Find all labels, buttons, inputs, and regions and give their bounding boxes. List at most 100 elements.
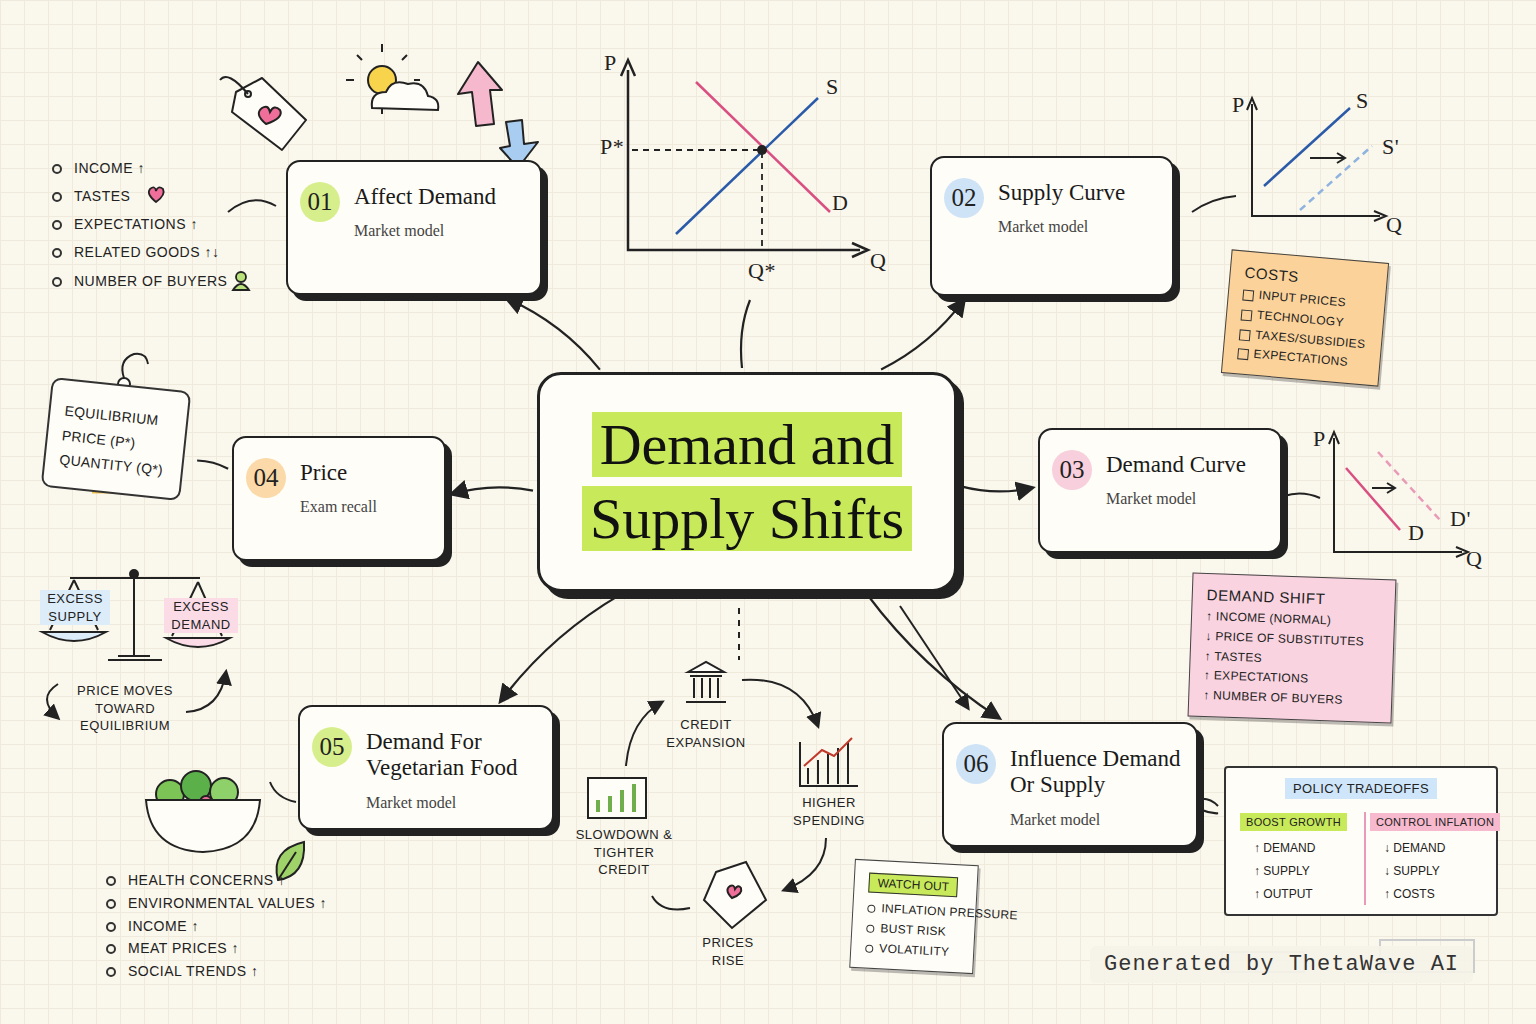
note-label: SOCIAL TRENDS ↑ xyxy=(106,963,258,979)
salad-bowl xyxy=(146,771,304,880)
note-label: EXCESS DEMAND xyxy=(164,598,238,633)
topic-box: Demand CurveMarket model 03 xyxy=(1038,428,1282,553)
watch-out-note: WATCH OUTINFLATION PRESSUREBUST RISKVOLA… xyxy=(849,859,979,975)
axis-label: Q xyxy=(1386,212,1402,238)
note-label: CREDIT EXPANSION xyxy=(656,716,756,751)
node-title: DEMAND SHIFT xyxy=(1207,586,1383,609)
note-label: INCOME ↑ xyxy=(106,918,199,934)
node-text: ↓ SUPPLY xyxy=(1370,860,1488,883)
number-badge: 05 xyxy=(312,727,352,767)
watermark: Generated by ThetaWave AI xyxy=(1090,946,1473,983)
connector xyxy=(452,487,533,494)
axis-label: D xyxy=(1408,520,1424,546)
topic-box: PriceExam recall 04 xyxy=(232,436,446,561)
note-label: TASTES xyxy=(52,188,130,204)
node-title: 01 xyxy=(308,188,333,216)
axis-label: Q xyxy=(1466,546,1482,572)
node-text: ↑ OUTPUT xyxy=(1240,883,1354,906)
node-text: Market model xyxy=(1010,811,1182,829)
note-label: PRICES RISE xyxy=(690,934,766,969)
number-badge: 03 xyxy=(1052,450,1092,490)
number-badge: 06 xyxy=(956,744,996,784)
node-title: Demand and Supply Shifts xyxy=(582,412,912,551)
title-wrap: Demand and Supply Shifts xyxy=(566,408,928,555)
axis-label: S xyxy=(826,74,839,100)
axis-label: S xyxy=(1356,88,1369,114)
node-title: Supply Curve xyxy=(998,180,1158,206)
node-text: BUST RISK xyxy=(866,918,963,943)
node-title: Price xyxy=(300,460,430,486)
node-title: CONTROL INFLATION xyxy=(1370,813,1500,831)
equilibrium-graph xyxy=(621,60,868,368)
note-label: ENVIRONMENTAL VALUES ↑ xyxy=(106,895,327,911)
node-text: ↑ COSTS xyxy=(1370,883,1488,906)
axis-label: P xyxy=(1313,426,1326,452)
topic-box: Supply CurveMarket model 02 xyxy=(930,156,1174,296)
connector xyxy=(1202,810,1218,813)
node-text: ↓ DEMAND xyxy=(1370,837,1488,860)
axis-label: P* xyxy=(600,134,624,160)
note-label: INCOME ↑ xyxy=(52,160,145,176)
topic-box: Demand For Vegetarian FoodMarket model05 xyxy=(298,705,554,830)
node-text: ↑ NUMBER OF BUYERS xyxy=(1203,686,1380,712)
node-text: Market model xyxy=(998,218,1158,236)
node-title: EQUILIBRIUM PRICE (P*) QUANTITY (Q*) xyxy=(58,399,175,484)
node-text: Exam recall xyxy=(300,498,430,516)
node-title: Influence Demand Or Supply xyxy=(1010,746,1182,799)
node-title: 02 xyxy=(952,184,977,212)
node-title: POLICY TRADEOFFS xyxy=(1285,778,1437,799)
node-title: WATCH OUT xyxy=(868,873,958,898)
policy-column: BOOST GROWTH ↑ DEMAND↑ SUPPLY↑ OUTPUT xyxy=(1236,812,1358,905)
axis-label: D xyxy=(832,190,848,216)
affect-demand-leader xyxy=(228,200,276,212)
topic-box: Affect DemandMarket model 01 xyxy=(286,160,542,295)
connector xyxy=(867,595,999,718)
node-title: COSTS xyxy=(1244,264,1375,292)
connector xyxy=(507,299,600,370)
note-label: EXCESS SUPPLY xyxy=(40,590,110,625)
node-title: Affect Demand xyxy=(354,184,526,210)
connector xyxy=(881,300,964,370)
node-title: 04 xyxy=(254,464,279,492)
sticky-note: COSTSINPUT PRICESTECHNOLOGYTAXES/SUBSIDI… xyxy=(1221,249,1389,386)
node-text: ↑ DEMAND xyxy=(1240,837,1354,860)
price-tag: EQUILIBRIUM PRICE (P*) QUANTITY (Q*) xyxy=(41,377,192,501)
axis-label: P xyxy=(1232,92,1245,118)
policy-column: CONTROL INFLATION↓ DEMAND↓ SUPPLY↑ COSTS xyxy=(1364,812,1492,905)
node-text: INFLATION PRESSURE xyxy=(867,899,964,924)
node-text: Market model xyxy=(354,222,526,240)
node-text: ↑ SUPPLY xyxy=(1240,860,1354,883)
sticky-note: DEMAND SHIFT↑ INCOME (NORMAL)↓ PRICE OF … xyxy=(1188,572,1397,723)
number-badge: 02 xyxy=(944,178,984,218)
node-title: BOOST GROWTH xyxy=(1240,813,1347,831)
note-label: MEAT PRICES ↑ xyxy=(106,940,239,956)
note-label: HIGHER SPENDING xyxy=(784,794,874,829)
node-text: VOLATILITY xyxy=(865,938,962,963)
note-label: EXPECTATIONS ↑ xyxy=(52,216,198,232)
sun-cloud-icon xyxy=(346,44,438,114)
note-label: HEALTH CONCERNS ↑ xyxy=(106,872,286,888)
node-title: 06 xyxy=(964,750,989,778)
node-title: 05 xyxy=(320,733,345,761)
demand-shift-graph xyxy=(1284,432,1468,557)
node-text: Market model xyxy=(1106,490,1266,508)
heart-tag-icon xyxy=(220,77,306,150)
policy-box: POLICY TRADEOFFS BOOST GROWTH ↑ DEMAND↑ SU… xyxy=(1224,766,1498,916)
axis-label: S' xyxy=(1382,134,1399,160)
node-title: Demand Curve xyxy=(1106,452,1266,478)
axis-label: P xyxy=(604,50,617,76)
node-title: 03 xyxy=(1060,456,1085,484)
axis-label: Q xyxy=(870,248,886,274)
note-label: RELATED GOODS ↑↓ xyxy=(52,244,219,260)
credit-cycle xyxy=(588,608,858,928)
axis-label: Q* xyxy=(748,258,776,284)
note-label: NUMBER OF BUYERS xyxy=(52,273,227,289)
number-badge: 01 xyxy=(300,182,340,222)
axis-label: D' xyxy=(1450,506,1471,532)
topic-box: Influence Demand Or SupplyMarket model 06 xyxy=(942,722,1198,847)
central-topic: Demand and Supply Shifts xyxy=(537,372,957,592)
connector xyxy=(961,486,1032,491)
node-title: Demand For Vegetarian Food xyxy=(366,729,538,782)
connector xyxy=(501,595,621,701)
